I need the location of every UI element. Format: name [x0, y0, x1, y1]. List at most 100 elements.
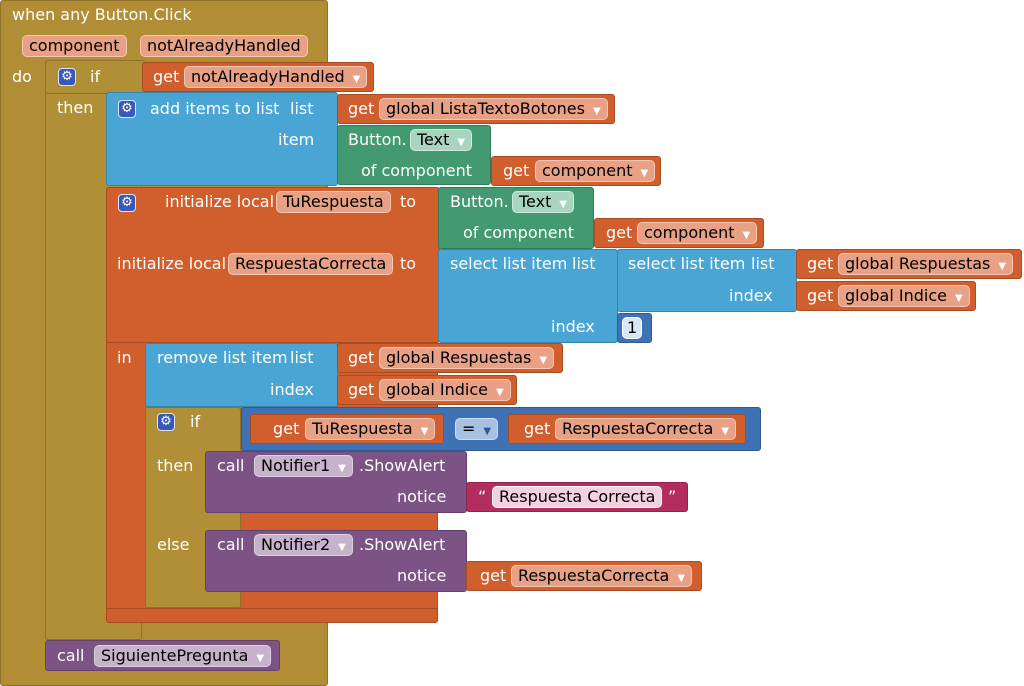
- if-label: if: [90, 67, 101, 86]
- close-quote: ”: [668, 487, 677, 506]
- then-label: then: [57, 98, 94, 117]
- remove-list-item-block[interactable]: [145, 343, 338, 407]
- var-dropdown-global-respuestas[interactable]: global Respuestas ▼: [838, 253, 1014, 275]
- get-label: get: [503, 161, 530, 180]
- var-name: notAlreadyHandled: [191, 67, 345, 86]
- chevron-down-icon: ▼: [457, 137, 466, 148]
- var-dropdown-global-indice[interactable]: global Indice▼: [379, 379, 511, 401]
- mutator-gear-icon[interactable]: ⚙: [157, 413, 175, 431]
- button-getter-label: Button.: [450, 192, 509, 211]
- get-label: get: [348, 380, 375, 399]
- chevron-down-icon: ▼: [954, 293, 963, 304]
- var-dropdown-not-already-handled[interactable]: notAlreadyHandled ▼: [184, 66, 368, 88]
- var-name: RespuestaCorrecta: [562, 419, 714, 438]
- var-dropdown-component[interactable]: component ▼: [535, 160, 656, 182]
- chevron-down-icon: ▼: [640, 168, 649, 179]
- get-label: get: [273, 419, 300, 438]
- list-label: list: [572, 254, 596, 273]
- local-name-respuesta-correcta[interactable]: RespuestaCorrecta: [228, 253, 394, 275]
- component-name: Notifier1: [261, 456, 331, 475]
- chevron-down-icon: ▼: [742, 230, 751, 241]
- of-component-label: of component: [463, 223, 575, 242]
- else-label: else: [157, 535, 190, 554]
- index-label: index: [270, 380, 314, 399]
- notice-label: notice: [397, 566, 447, 585]
- add-items-list-label: list: [290, 99, 314, 118]
- var-name: TuRespuesta: [312, 419, 413, 438]
- var-name: component: [644, 223, 735, 242]
- var-dropdown-tu-respuesta[interactable]: TuRespuesta ▼: [305, 418, 436, 440]
- property-dropdown-text[interactable]: Text▼: [512, 191, 575, 213]
- chevron-down-icon: ▼: [352, 74, 361, 85]
- chevron-down-icon: ▼: [338, 463, 346, 474]
- list-label: list: [290, 348, 314, 367]
- do-label: do: [12, 67, 32, 86]
- get-label: get: [348, 99, 375, 118]
- chevron-down-icon: ▼: [998, 261, 1007, 272]
- list-label: list: [751, 254, 775, 273]
- local-name-tu-respuesta[interactable]: TuRespuesta: [276, 191, 391, 213]
- compare-operator-dropdown[interactable]: =▼: [455, 418, 499, 440]
- mutator-gear-icon[interactable]: ⚙: [118, 194, 136, 212]
- get-label: get: [807, 254, 834, 273]
- var-dropdown-global-respuestas[interactable]: global Respuestas▼: [379, 347, 555, 369]
- var-name: global Indice: [845, 286, 947, 305]
- mutator-gear-icon[interactable]: ⚙: [58, 68, 76, 86]
- to-label: to: [400, 254, 417, 273]
- select-list-item-inner-block[interactable]: [617, 249, 797, 312]
- button-getter-label: Button.: [348, 130, 407, 149]
- chevron-down-icon: ▼: [721, 426, 730, 437]
- var-name: component: [542, 161, 633, 180]
- call-label: call: [217, 535, 245, 554]
- var-dropdown-respuesta-correcta[interactable]: RespuestaCorrecta ▼: [555, 418, 737, 440]
- get-label: get: [480, 566, 507, 585]
- property-name: Text: [519, 192, 552, 211]
- call-label: call: [217, 456, 245, 475]
- chevron-down-icon: ▼: [495, 387, 504, 398]
- procedure-name: SiguientePregunta: [101, 646, 249, 665]
- in-label: in: [117, 348, 132, 367]
- number-value[interactable]: 1: [622, 317, 643, 339]
- var-name: global ListaTextoBotones: [386, 99, 585, 118]
- open-quote: “: [478, 487, 487, 506]
- get-label: get: [606, 223, 633, 242]
- initialize-local-label: initialize local: [165, 192, 275, 211]
- var-name: global Respuestas: [845, 254, 991, 273]
- event-param-component[interactable]: component: [22, 35, 127, 57]
- chevron-down-icon: ▼: [483, 426, 492, 437]
- var-name: global Respuestas: [386, 348, 532, 367]
- call-label: call: [57, 646, 85, 665]
- add-items-item-label: item: [278, 130, 315, 149]
- notice-label: notice: [397, 487, 447, 506]
- add-items-label: add items to list: [150, 99, 280, 118]
- event-title: when any Button.Click: [12, 5, 192, 24]
- remove-list-item-label: remove list item: [157, 348, 288, 367]
- property-name: Text: [417, 130, 450, 149]
- select-list-item-outer-block[interactable]: [438, 249, 618, 343]
- text-value[interactable]: Respuesta Correcta: [492, 486, 663, 508]
- index-label: index: [551, 317, 595, 336]
- get-label: get: [348, 348, 375, 367]
- chevron-down-icon: ▼: [420, 426, 429, 437]
- chevron-down-icon: ▼: [338, 542, 346, 553]
- mutator-gear-icon[interactable]: ⚙: [118, 100, 136, 118]
- var-dropdown-lista-texto-botones[interactable]: global ListaTextoBotones ▼: [379, 98, 608, 120]
- property-dropdown-text[interactable]: Text ▼: [410, 129, 473, 151]
- then-label: then: [157, 456, 194, 475]
- var-name: RespuestaCorrecta: [518, 566, 670, 585]
- procedure-dropdown-siguiente-pregunta[interactable]: SiguientePregunta▼: [94, 645, 272, 667]
- chevron-down-icon: ▼: [592, 106, 601, 117]
- component-dropdown-notifier2[interactable]: Notifier2 ▼: [254, 534, 353, 556]
- var-dropdown-respuesta-correcta[interactable]: RespuestaCorrecta ▼: [511, 565, 693, 587]
- event-param-not-already-handled[interactable]: notAlreadyHandled: [140, 35, 308, 57]
- index-label: index: [729, 286, 773, 305]
- if-label: if: [190, 412, 201, 431]
- component-name: Notifier2: [261, 535, 331, 554]
- var-dropdown-component[interactable]: component ▼: [637, 222, 758, 244]
- chevron-down-icon: ▼: [677, 573, 686, 584]
- add-items-to-list-block[interactable]: [106, 92, 338, 186]
- var-dropdown-global-indice[interactable]: global Indice ▼: [838, 285, 970, 307]
- get-label: get: [807, 286, 834, 305]
- method-label: .ShowAlert: [359, 535, 446, 554]
- component-dropdown-notifier1[interactable]: Notifier1 ▼: [254, 455, 353, 477]
